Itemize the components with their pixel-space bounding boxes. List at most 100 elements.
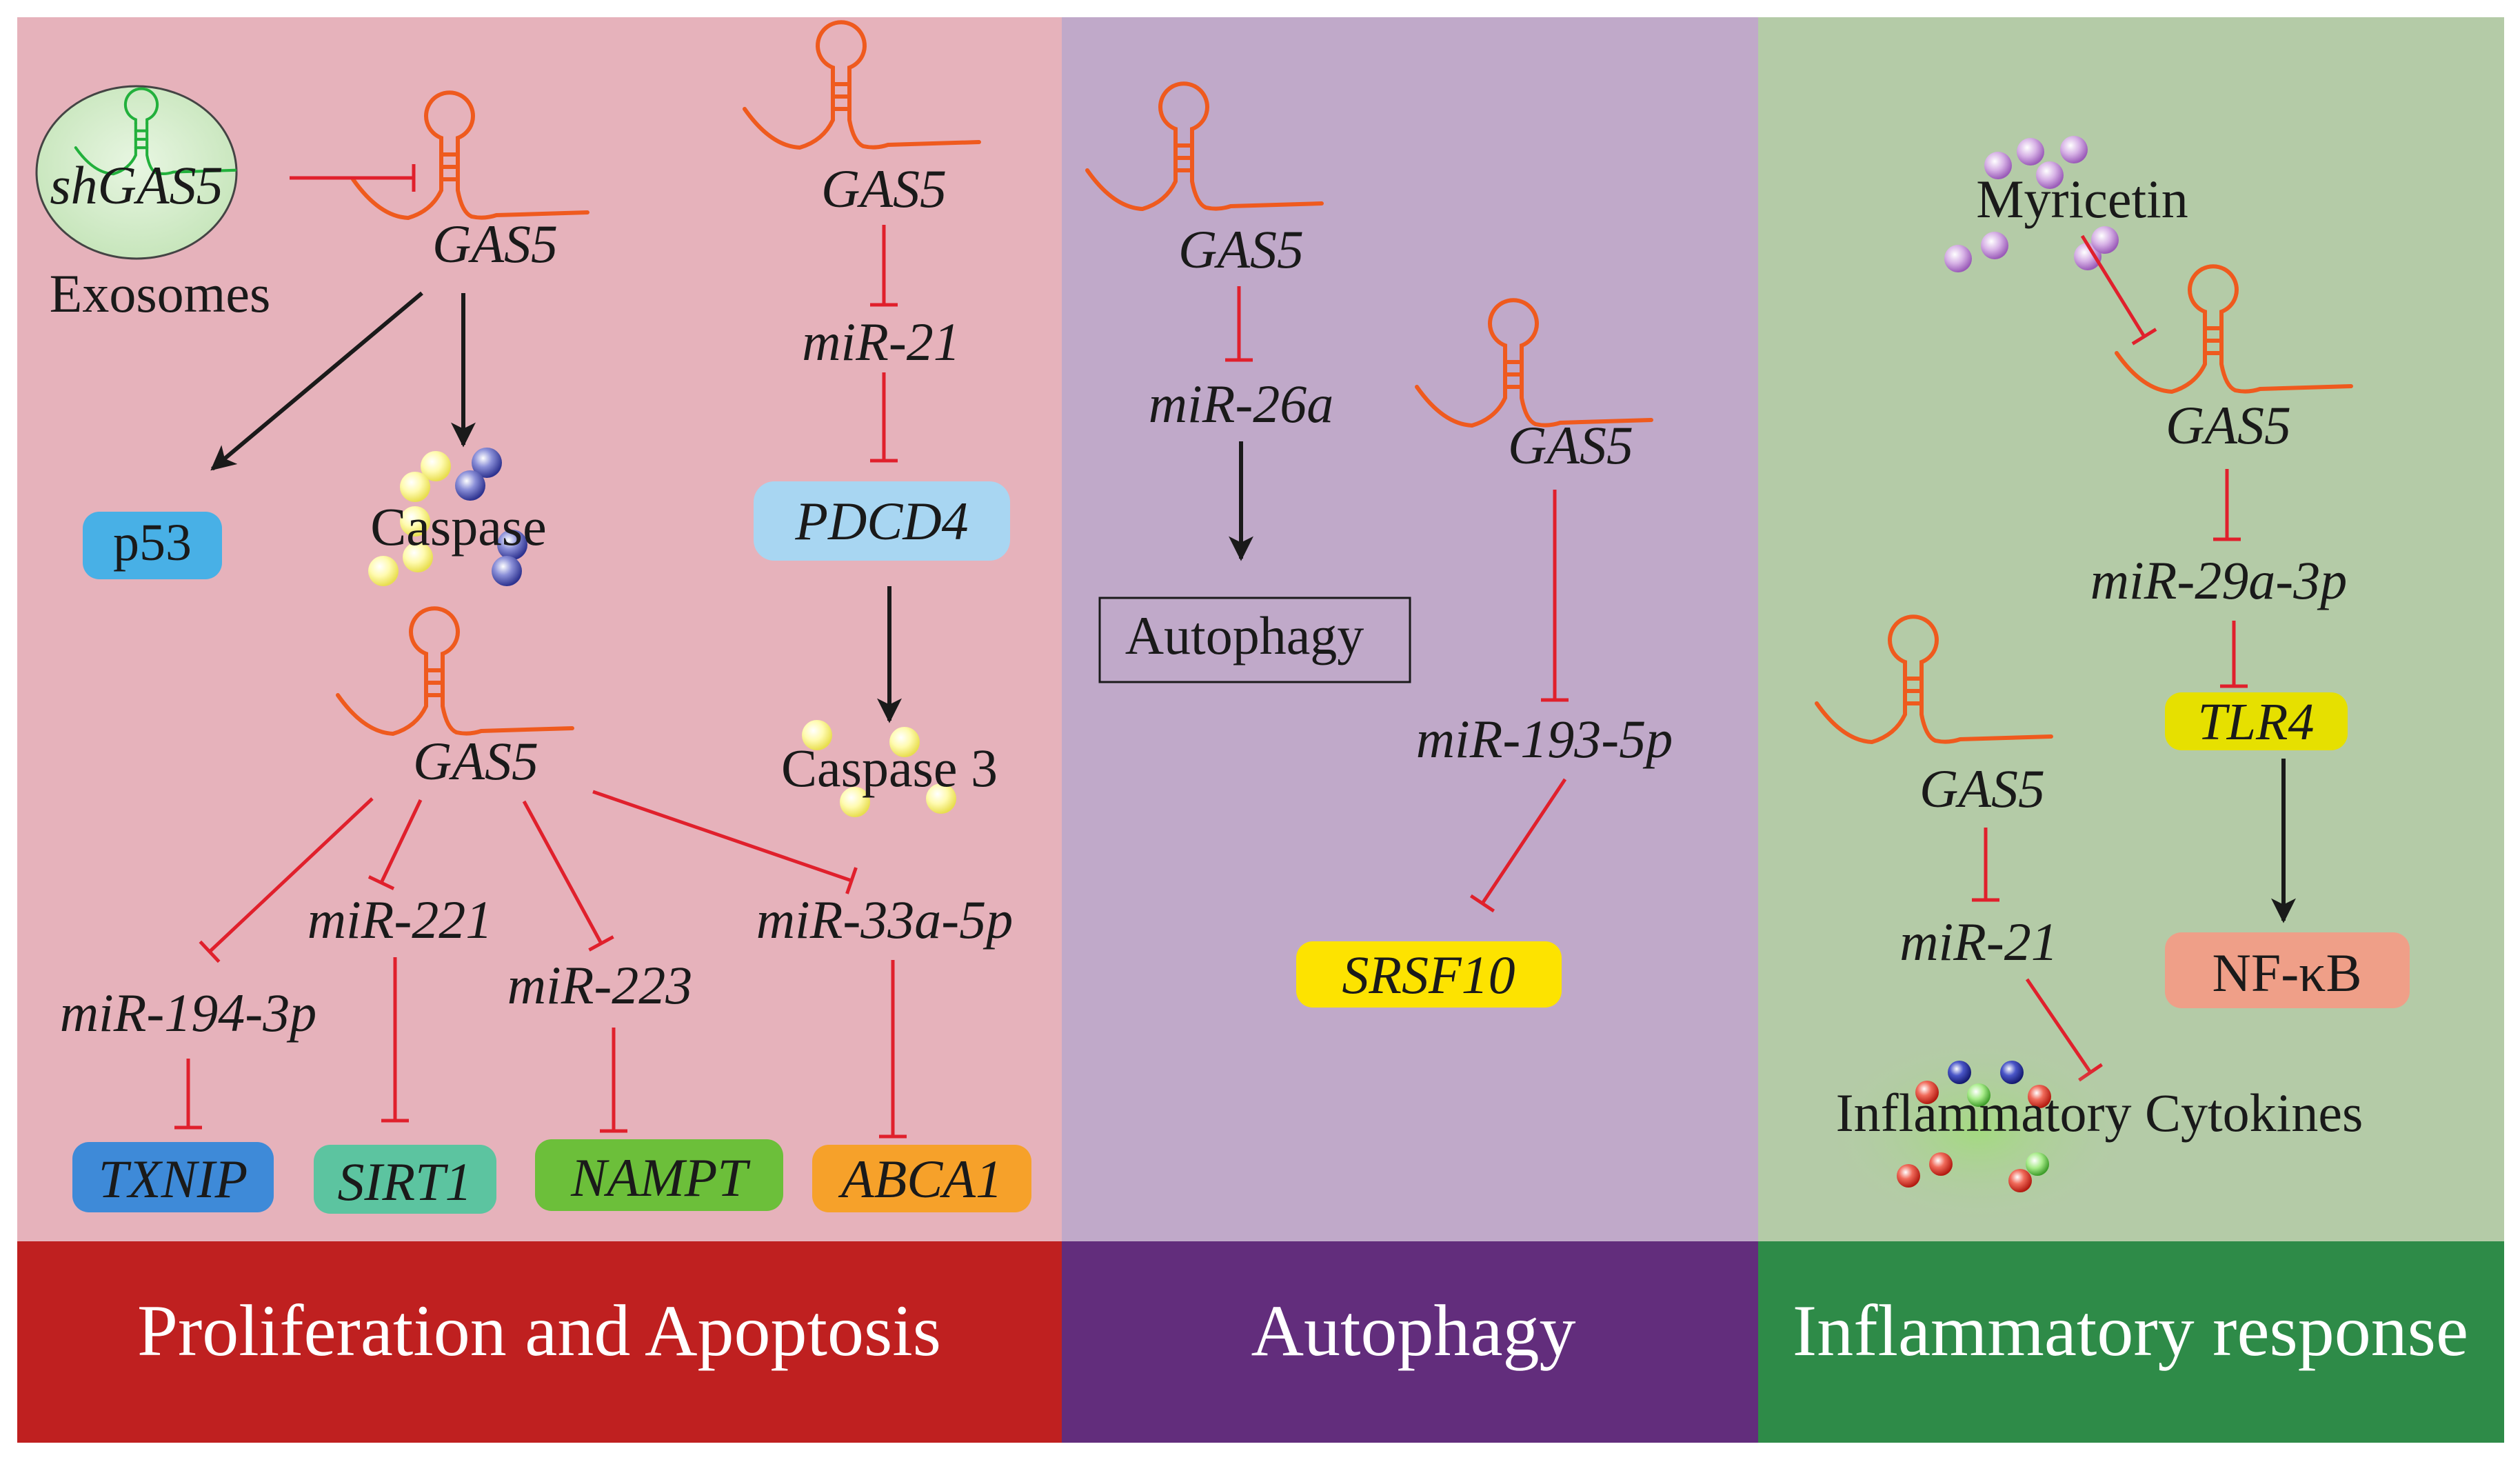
pdcd4-box [754, 481, 1010, 561]
label-mir33a: miR-33a-5p [756, 890, 1014, 950]
label-srsf10: SRSF10 [1342, 945, 1515, 1005]
label-mir223: miR-223 [507, 955, 693, 1015]
txnip-box [72, 1142, 274, 1212]
inhibition-line [522, 800, 603, 945]
caspase-bead [400, 506, 430, 537]
caspase-bead [497, 530, 527, 560]
label-autophagy-outcome: Autophagy [1125, 605, 1364, 665]
label-gas5-top: GAS5 [432, 214, 558, 274]
footer-autophagy [1062, 1241, 1758, 1443]
label-pdcd4: PDCD4 [794, 491, 968, 551]
inhibition-bar [367, 875, 395, 890]
cytokine-bead [1929, 1152, 1953, 1176]
rna-stroke [847, 71, 981, 150]
rna-stroke [2219, 315, 2353, 394]
myricetin-bead [2074, 243, 2101, 270]
inhibit-mir33a-abca1 [879, 960, 907, 1139]
caspase-bead [400, 472, 430, 502]
myricetin-bead [2060, 136, 2088, 163]
sirt1-box [314, 1145, 496, 1214]
myricetin-bead [2036, 161, 2064, 189]
label-abca1: ABCA1 [838, 1149, 1002, 1209]
myricetin-bead [1981, 232, 2008, 259]
caspase3-bead [889, 727, 920, 757]
nfkb-box [2165, 932, 2410, 1008]
rna-stroke [1815, 665, 1907, 745]
caspase3-bead [802, 720, 832, 750]
gas5-rna-icon [336, 606, 574, 737]
inhibit-mir21-pdcd4 [870, 372, 898, 463]
label-gas5-inflammation-a: GAS5 [2166, 395, 2291, 455]
label-gas5-pdcd4-axis: GAS5 [821, 159, 947, 219]
rna-stroke [409, 606, 460, 661]
label-p53: p53 [113, 514, 192, 572]
panel-inflammatory-response [1758, 17, 2504, 1241]
rna-stroke [123, 87, 159, 125]
label-mir26a: miR-26a [1149, 374, 1334, 434]
inhibit-gas5-mir221 [367, 799, 423, 890]
inhibition-line [592, 790, 852, 883]
rna-stroke [1919, 665, 2053, 744]
footer-label-inflammatory-response: Inflammatory response [1793, 1290, 2468, 1371]
inhibit-mir194-txnip [174, 1059, 202, 1130]
rna-stroke [336, 657, 428, 737]
inhibit-gas5-mir193 [1541, 490, 1569, 702]
rna-stroke [816, 20, 867, 75]
rna-stroke [74, 121, 137, 176]
label-tlr4: TLR4 [2198, 693, 2315, 751]
label-sirt1: SIRT1 [338, 1152, 472, 1212]
label-nfkb: NF-κB [2212, 943, 2361, 1003]
label-mir193: miR-193-5p [1416, 709, 1673, 769]
inhibit-gas5-mir223 [522, 800, 614, 952]
label-mir221: miR-221 [308, 890, 493, 950]
cytokine-bead [2028, 1085, 2051, 1108]
exosome-vesicle [35, 85, 238, 260]
rna-stroke [1520, 349, 1653, 428]
arrow-gas5-p53 [210, 291, 423, 471]
label-caspase3: Caspase 3 [781, 738, 998, 798]
inhibition-bar [199, 940, 221, 963]
inhibit-gas5-mir194 [199, 797, 374, 963]
myricetin-bead [2091, 226, 2119, 254]
label-mir21-right: miR-21 [1899, 912, 2058, 972]
rna-stroke [145, 121, 237, 176]
label-gas5-autophagy-b: GAS5 [1508, 415, 1633, 475]
gas5-rna-icon [1085, 81, 1324, 212]
rna-stroke [1488, 298, 1539, 353]
caspase-bead [492, 556, 522, 586]
caspase-bead [472, 448, 502, 478]
myricetin-bead [1944, 245, 1972, 272]
inhibit-mir29a-tlr4 [2220, 621, 2248, 688]
inhibition-line [1480, 778, 1567, 905]
cytokine-bead [2008, 1169, 2032, 1192]
inhibit-myricetin-gas5 [2080, 234, 2157, 346]
gas5-rna-icon [351, 90, 589, 221]
caspase3-bead [840, 787, 870, 817]
label-mir29a: miR-29a-3p [2090, 550, 2348, 610]
inhibit-mir221-sirt1 [381, 957, 409, 1123]
myricetin-bead [1984, 152, 2012, 179]
rna-stroke [1158, 81, 1209, 137]
inhibition-line [379, 799, 423, 884]
inhibition-line [208, 797, 374, 953]
abca1-box [812, 1145, 1031, 1212]
cytokine-bead [1967, 1083, 1990, 1107]
caspase3-bead [926, 783, 956, 814]
label-inflammatory-cytokines: Inflammatory Cytokines [1836, 1083, 2363, 1143]
cytokine-bead [1915, 1081, 1939, 1104]
inhibit-gas5-mir21-right [1972, 828, 1999, 902]
inhibition-bar [845, 867, 858, 894]
inhibit-gas5-mir21 [870, 225, 898, 307]
inhibit-mir193-srsf10 [1469, 778, 1567, 913]
inhibition-line [2080, 234, 2146, 338]
gas5-rna-icon [1815, 614, 2053, 745]
inhibit-gas5-mir26a [1225, 286, 1253, 362]
caspase-bead [455, 470, 485, 501]
label-gas5-lower: GAS5 [413, 731, 538, 791]
rna-stroke [441, 657, 574, 736]
autophagy-box [1098, 597, 1411, 683]
inhibit-shgas5-gas5 [290, 164, 416, 192]
label-myricetin: Myricetin [1976, 169, 2188, 229]
srsf10-box [1296, 941, 1562, 1008]
